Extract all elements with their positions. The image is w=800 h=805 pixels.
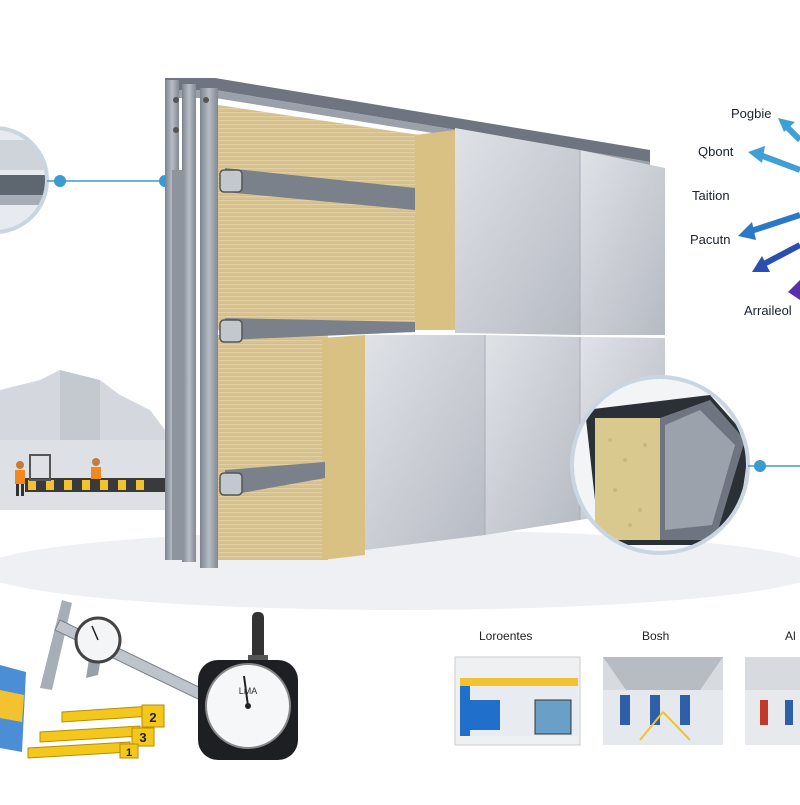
photo-label: Bosh <box>642 629 670 643</box>
facade-panel <box>580 150 665 335</box>
worker-icon <box>91 458 101 479</box>
left-detail-callout <box>0 126 171 234</box>
wool-core <box>595 418 660 540</box>
callout-label: Pogbie <box>731 106 772 121</box>
dial-gauge-icon: LMA <box>198 612 298 760</box>
tape-number: 3 <box>139 730 146 745</box>
mineral-wool-upper <box>218 105 420 330</box>
bracket <box>225 168 415 210</box>
steel-post <box>200 88 218 568</box>
photo-al <box>745 657 800 745</box>
tape-number: 1 <box>126 747 132 759</box>
conveyor-icon <box>25 478 165 492</box>
gauge-brand: LMA <box>239 686 258 696</box>
worker-icon <box>15 461 25 496</box>
bracket <box>225 318 415 340</box>
right-detail-callout <box>570 375 800 555</box>
factory-scene <box>0 370 165 510</box>
photo-label: Al <box>785 629 796 643</box>
callout-label: Arraileol <box>744 303 792 318</box>
callout-label: Qbont <box>698 144 734 159</box>
callout-label: Taition <box>692 188 730 203</box>
wall-assembly <box>165 78 665 568</box>
sample-card-icon <box>0 665 26 752</box>
facade-panel <box>485 335 580 535</box>
facade-panel <box>455 128 580 335</box>
mineral-wool-lower <box>218 335 328 560</box>
photo-bosh <box>603 657 723 745</box>
caliper-icon <box>40 600 206 701</box>
application-photos <box>454 656 800 746</box>
tape-number: 2 <box>149 710 156 725</box>
steel-post <box>182 84 196 562</box>
photo-label: Loroentes <box>479 629 533 643</box>
measuring-tools: 2 3 1 LMA <box>0 600 298 760</box>
callout-arrows <box>738 118 800 300</box>
facade-panel <box>365 335 485 550</box>
callout-label: Pacutn <box>690 232 731 247</box>
photo-lorentes <box>454 656 581 746</box>
bracket <box>225 462 325 496</box>
tape-measure-icon: 2 3 1 <box>27 704 165 759</box>
